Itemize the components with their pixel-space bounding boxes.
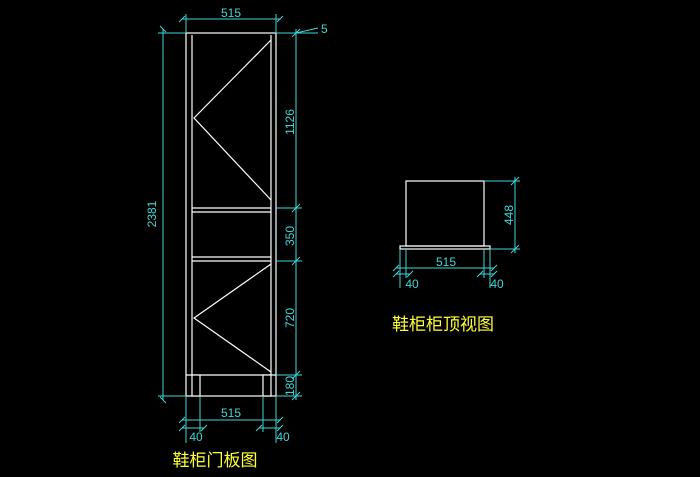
door-outer-frame [185,32,277,397]
leg-left [191,374,201,397]
door-width-top-label: 515 [221,6,241,20]
top-leg-right-label: 40 [490,277,504,291]
top-leg-left-label: 40 [405,277,419,291]
top-view-caption: 鞋柜柜顶视图 [392,315,494,335]
door-height-total-label: 2381 [145,200,159,227]
door-view-caption: 鞋柜门板图 [173,451,258,471]
lower-door-swing-lines [192,263,272,373]
door-seg-leg-label: 180 [283,376,297,396]
top-view-body [405,180,485,247]
top-view-base-plinth [399,245,491,250]
door-seg-lower-label: 720 [283,308,297,328]
top-view-plan [399,180,491,250]
upper-door-swing-lines [193,39,272,201]
top-depth-label: 448 [502,205,516,225]
door-width-bottom-label: 515 [221,406,241,420]
door-panel-elevation [185,32,277,397]
door-leg-right-label: 40 [276,430,290,444]
top-width-label: 515 [436,255,456,269]
door-leg-left-label: 40 [189,430,203,444]
door-seg-middle-label: 350 [283,226,297,246]
leg-right [262,374,272,397]
door-dimensions [158,14,319,443]
door-seg-upper-label: 1126 [283,109,297,135]
top-view-dimensions [392,176,520,288]
door-offset-label: 5 [321,22,328,36]
